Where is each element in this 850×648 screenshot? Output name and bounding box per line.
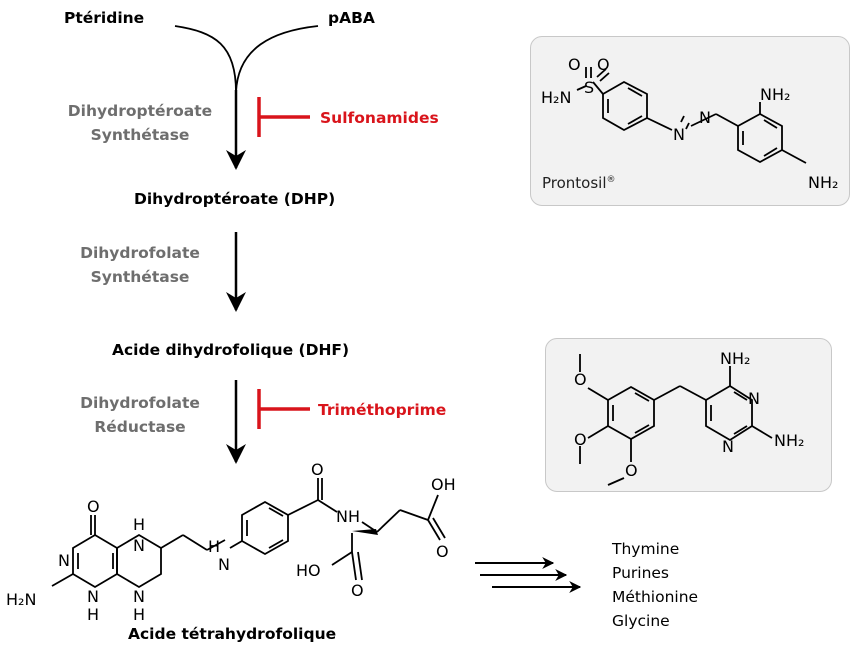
svg-text:O: O (351, 581, 364, 600)
enzyme-line-2: Synthétase (90, 268, 190, 286)
product-item: Méthionine (612, 588, 699, 606)
svg-text:N: N (133, 587, 145, 606)
svg-text:H₂N: H₂N (6, 590, 36, 609)
svg-text:O: O (311, 460, 324, 479)
svg-text:O: O (568, 55, 581, 74)
inhibitor-sulfonamides: Sulfonamides (320, 109, 439, 127)
svg-text:O: O (597, 55, 610, 74)
enzyme-dihydrofolate-synthetase: Dihydrofolate Synthétase (70, 241, 210, 289)
product-item: Purines (612, 564, 670, 582)
svg-text:NH₂: NH₂ (720, 349, 750, 368)
inhibition-trimethoprime (257, 389, 310, 429)
final-product-thf: Acide tétrahydrofolique (128, 625, 337, 643)
svg-text:H: H (208, 537, 220, 556)
svg-text:N: N (133, 536, 145, 555)
svg-text:O: O (574, 430, 587, 449)
svg-text:NH₂: NH₂ (760, 85, 790, 104)
svg-text:O: O (625, 461, 638, 480)
svg-text:NH₂: NH₂ (808, 173, 838, 192)
prontosil-atoms: O O S H₂N N N NH₂ NH₂ (541, 55, 838, 192)
svg-text:H: H (133, 515, 145, 534)
svg-text:S: S (584, 78, 594, 97)
svg-text:N: N (699, 108, 711, 127)
enzyme-dihydrofolate-reductase: Dihydrofolate Réductase (70, 391, 210, 439)
svg-text:H₂N: H₂N (541, 88, 571, 107)
svg-text:N: N (218, 555, 230, 574)
inhibition-sulfonamides (257, 97, 310, 137)
enzyme-dihydropteroate-synthetase: Dihydroptéroate Synthétase (60, 99, 220, 147)
svg-text:NH: NH (336, 507, 360, 526)
thf-atoms: O N H₂N N H H N N H H N O NH HO O OH O (6, 460, 456, 624)
svg-text:HO: HO (296, 561, 321, 580)
trimethoprim-atoms: O O O NH₂ N N NH₂ (574, 349, 804, 480)
inhibitor-trimethoprime: Triméthoprime (318, 401, 447, 419)
enzyme-line-2: Synthétase (90, 126, 190, 144)
enzyme-line-1: Dihydroptéroate (67, 102, 213, 120)
svg-text:N: N (58, 551, 70, 570)
substrate-pteridine: Ptéridine (64, 9, 145, 27)
thf-structure (51, 478, 446, 589)
registered-mark: ® (606, 175, 616, 185)
svg-text:N: N (673, 125, 685, 144)
product-item: Thymine (612, 540, 680, 558)
svg-text:N: N (722, 437, 734, 456)
svg-text:O: O (87, 497, 100, 516)
prontosil-panel (530, 36, 850, 206)
substrate-paba: pABA (328, 9, 375, 27)
svg-text:OH: OH (431, 475, 456, 494)
svg-text:NH₂: NH₂ (774, 431, 804, 450)
prontosil-label: Prontosil® (542, 174, 616, 192)
curve-paba (235, 25, 319, 93)
curve-pteridine (174, 25, 237, 93)
svg-text:N: N (748, 389, 760, 408)
wedge-bond (352, 529, 378, 535)
intermediate-dhp: Dihydroptéroate (DHP) (134, 190, 336, 208)
products-list: Thymine Purines Méthionine Glycine (612, 537, 698, 633)
enzyme-line-2: Réductase (94, 418, 186, 436)
enzyme-line-1: Dihydrofolate (80, 394, 200, 412)
trimethoprim-panel (545, 338, 832, 492)
trimethoprim-structure (579, 354, 773, 486)
intermediate-dhf: Acide dihydrofolique (DHF) (112, 341, 350, 359)
svg-text:H: H (133, 605, 145, 624)
svg-text:N: N (87, 587, 99, 606)
svg-text:H: H (87, 605, 99, 624)
prontosil-structure (576, 67, 807, 164)
svg-text:O: O (436, 542, 449, 561)
svg-text:O: O (574, 370, 587, 389)
prontosil-name: Prontosil (542, 174, 607, 192)
enzyme-line-1: Dihydrofolate (80, 244, 200, 262)
product-item: Glycine (612, 612, 670, 630)
